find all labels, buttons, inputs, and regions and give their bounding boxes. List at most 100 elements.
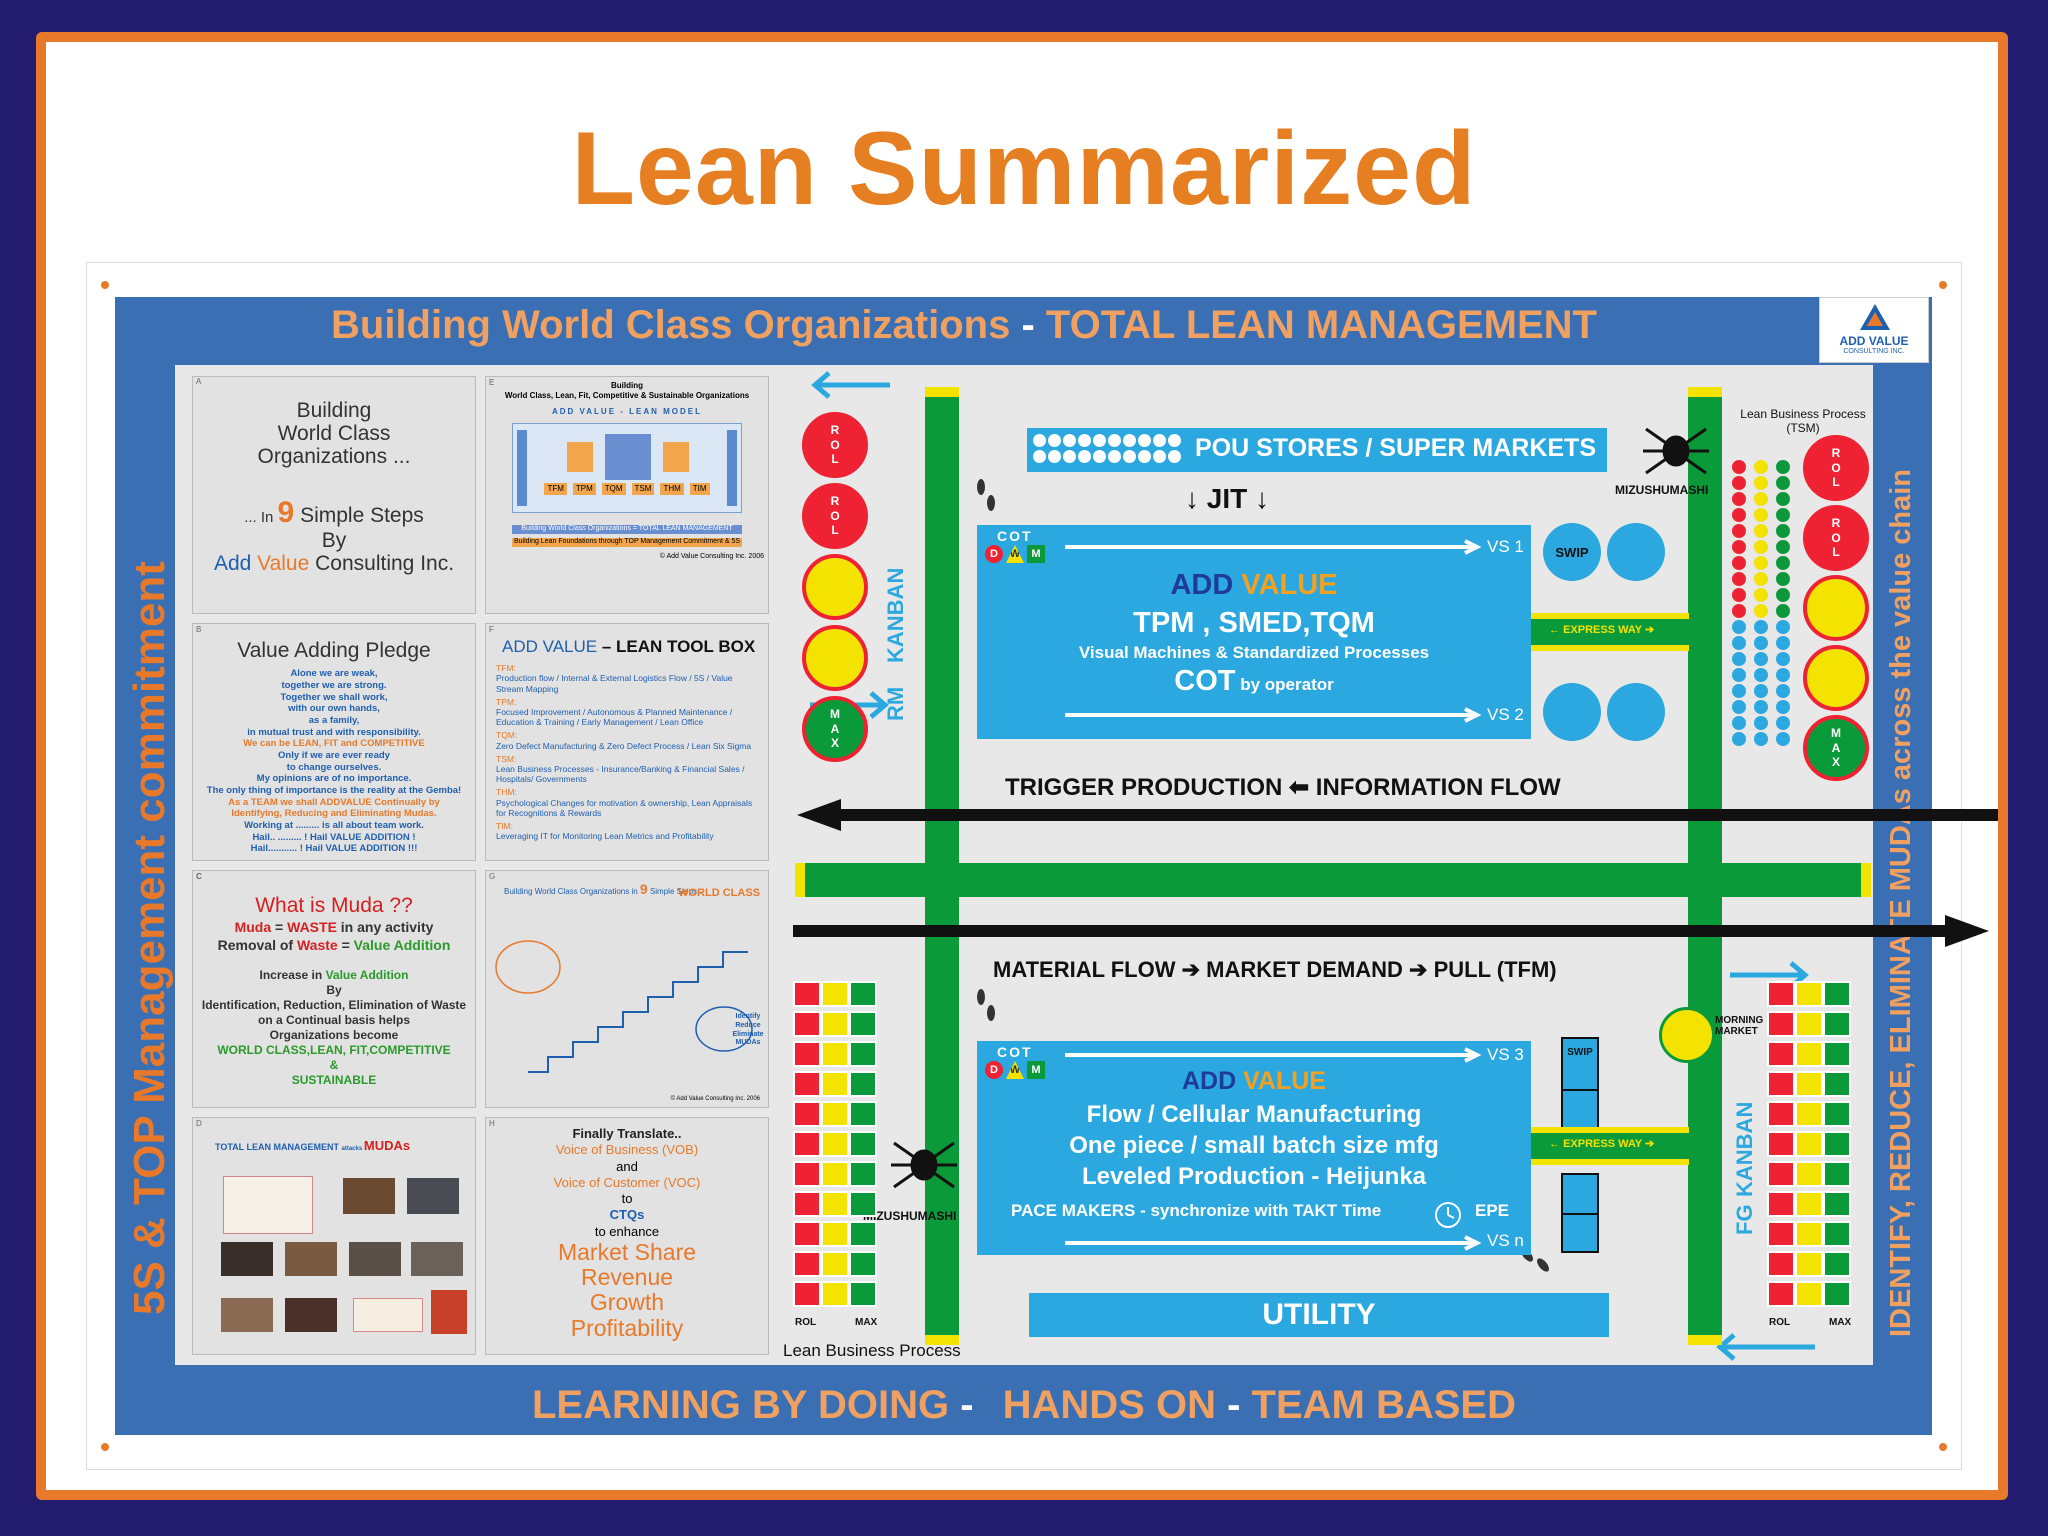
vsn-label: VS n (1487, 1231, 1524, 1250)
toolbox-key: TPM: (496, 696, 517, 707)
kanban-cell (1823, 1251, 1851, 1277)
tsm-dot (1776, 508, 1790, 522)
kanban-cell (1767, 1131, 1795, 1157)
arrow-left-icon (811, 371, 890, 399)
vs2-label: VS 2 (1487, 705, 1524, 724)
pou-dot (1033, 450, 1046, 463)
toolbox-key: TIM: (496, 820, 513, 831)
left-vertical-text: 5S & TOP Management commitment (125, 561, 174, 1315)
card-c-text: = (337, 936, 354, 953)
rol-label: ROL (1769, 1317, 1791, 1328)
card-c-text: = (271, 919, 288, 936)
pou-dot (1108, 434, 1121, 447)
tsm-dot (1776, 476, 1790, 490)
kanban-cell (821, 1041, 849, 1067)
tsm-dot (1754, 556, 1768, 570)
pledge-line: The only thing of importance is the real… (206, 784, 462, 796)
pledge-line: Alone we are weak, (290, 668, 378, 680)
card-a-line: By (321, 529, 347, 553)
pou-stores-block: POU STORES / SUPER MARKETS (1027, 428, 1607, 472)
block2-line3: Leveled Production - Heijunka (1081, 1163, 1427, 1190)
card-e-model: ADD VALUE - LEAN MODEL (551, 407, 703, 416)
logo-triangle-icon (1860, 304, 1890, 330)
pou-dot (1153, 450, 1166, 463)
card-h-line: CTQs (609, 1207, 645, 1223)
kanban-cell (793, 1041, 821, 1067)
kanban-cell (1767, 1011, 1795, 1037)
tsm-dot (1754, 572, 1768, 586)
tool-badge: TFM (544, 483, 567, 495)
trigger-line: TRIGGER PRODUCTION ⬅ INFORMATION FLOW (1005, 774, 1561, 801)
kanban-cell (1823, 1161, 1851, 1187)
kanban-cell (793, 1161, 821, 1187)
top-banner: Building World Class Organizations - TOT… (331, 303, 1597, 348)
muda-photo (349, 1242, 401, 1276)
card-e-foot2: Building Lean Foundations through TOP Ma… (512, 537, 742, 547)
road-marker (1861, 863, 1871, 897)
pou-dot (1123, 450, 1136, 463)
steps-staircase-graphic (495, 940, 753, 1073)
card-h-line: Finally Translate.. (572, 1126, 682, 1141)
card-e-line: Building (611, 381, 643, 390)
tsm-dot (1732, 652, 1746, 666)
flow-arrow-icon (1065, 1235, 1482, 1251)
swip-circle (1543, 683, 1601, 741)
pledge-line: Hail.. ......... ! Hail VALUE ADDITION ! (252, 831, 416, 843)
tsm-dot (1754, 588, 1768, 602)
card-h-revenue: Revenue (580, 1264, 674, 1291)
market-demand-label: MARKET DEMAND (1206, 957, 1403, 982)
express-way-label: EXPRESS WAY (1563, 624, 1642, 636)
kanban-cell (821, 1251, 849, 1277)
cot-label: COT (997, 528, 1033, 544)
card-d-mudas: MUDAs (363, 1138, 411, 1153)
muda-note (353, 1298, 423, 1332)
pou-dot (1108, 450, 1121, 463)
pou-dot (1063, 434, 1076, 447)
logo-subtext: CONSULTING INC. (1843, 348, 1905, 355)
pou-dot (1153, 434, 1166, 447)
card-c: C What is Muda ?? Muda = WASTE in any ac… (192, 870, 476, 1108)
lean-model-graphic (512, 423, 742, 513)
tool-badge: TSM (631, 483, 655, 495)
pou-dot (1168, 450, 1181, 463)
stopwatch-icon (1435, 1202, 1461, 1228)
pou-dot (1048, 450, 1061, 463)
footprints-icon (977, 479, 995, 511)
card-c-text: WASTE (287, 919, 337, 936)
pou-dot (1078, 434, 1091, 447)
pledge-line: Identifying, Reducing and Eliminating Mu… (231, 808, 437, 820)
express-way-label: EXPRESS WAY (1563, 1138, 1642, 1150)
muda-photo (285, 1242, 337, 1276)
material-flow-arrow-icon (793, 915, 1989, 947)
tsm-dot (1732, 476, 1746, 490)
tsm-dot (1754, 732, 1768, 746)
kanban-cell (793, 1251, 821, 1277)
monthly-badge: M (1027, 1061, 1045, 1079)
kanban-cell (821, 1161, 849, 1187)
kanban-cell (849, 1011, 877, 1037)
kanban-cell (849, 981, 877, 1007)
tsm-dot (1776, 652, 1790, 666)
card-e-copyright: © Add Value Consulting Inc. 2006 (659, 552, 764, 560)
tsm-dot (1754, 476, 1768, 490)
pin (101, 1443, 109, 1451)
tsm-dot (1732, 508, 1746, 522)
block1-line2: Visual Machines & Standardized Processes (1078, 643, 1430, 662)
tsm-dot (1754, 652, 1768, 666)
card-a-line: Building (296, 399, 372, 422)
bottom-banner: LEARNING BY DOING - HANDS ON - TEAM BASE… (532, 1383, 1516, 1428)
tsm-dot (1732, 636, 1746, 650)
kanban-cell (1795, 1221, 1823, 1247)
kanban-cell (1795, 1041, 1823, 1067)
muda-photo (221, 1242, 273, 1276)
dwm-badges: D W M (985, 1061, 1045, 1079)
muda-chart-image (223, 1176, 313, 1234)
swip-box: SWIP (1561, 1037, 1599, 1141)
rol-label: ROL (795, 1317, 817, 1328)
value-stream-block-1: COT D W M VS 1 ADD VALUE TPM , SMED,TQM … (977, 525, 1531, 739)
tsm-dot (1776, 732, 1790, 746)
kanban-cell (1795, 1131, 1823, 1157)
tsm-dot (1776, 700, 1790, 714)
kanban-cell (1823, 1221, 1851, 1247)
pou-dot (1063, 450, 1076, 463)
